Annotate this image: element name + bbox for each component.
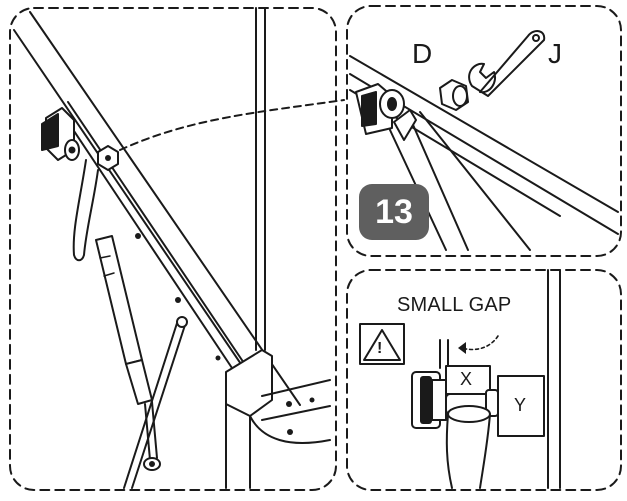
detail-top-frame — [346, 5, 622, 257]
main-panel-frame — [9, 7, 337, 491]
small-gap-label: SMALL GAP — [397, 294, 512, 316]
wrench-j — [468, 30, 546, 97]
warning-triangle-icon — [363, 329, 401, 361]
part-label-d: D — [412, 38, 433, 69]
gap-arrow — [461, 335, 499, 351]
part-label-j: J — [548, 38, 562, 69]
point-x-label: X — [460, 369, 473, 389]
callout-connector — [119, 99, 345, 151]
detail-bottom-artwork — [359, 269, 561, 489]
main-panel-artwork — [13, 7, 331, 489]
detail-bottom-frame — [346, 269, 622, 491]
step-number-badge: 13 — [359, 184, 429, 240]
detail-top-artwork — [349, 30, 619, 251]
point-y-label: Y — [514, 395, 527, 415]
warning-exclamation: ! — [377, 340, 383, 357]
